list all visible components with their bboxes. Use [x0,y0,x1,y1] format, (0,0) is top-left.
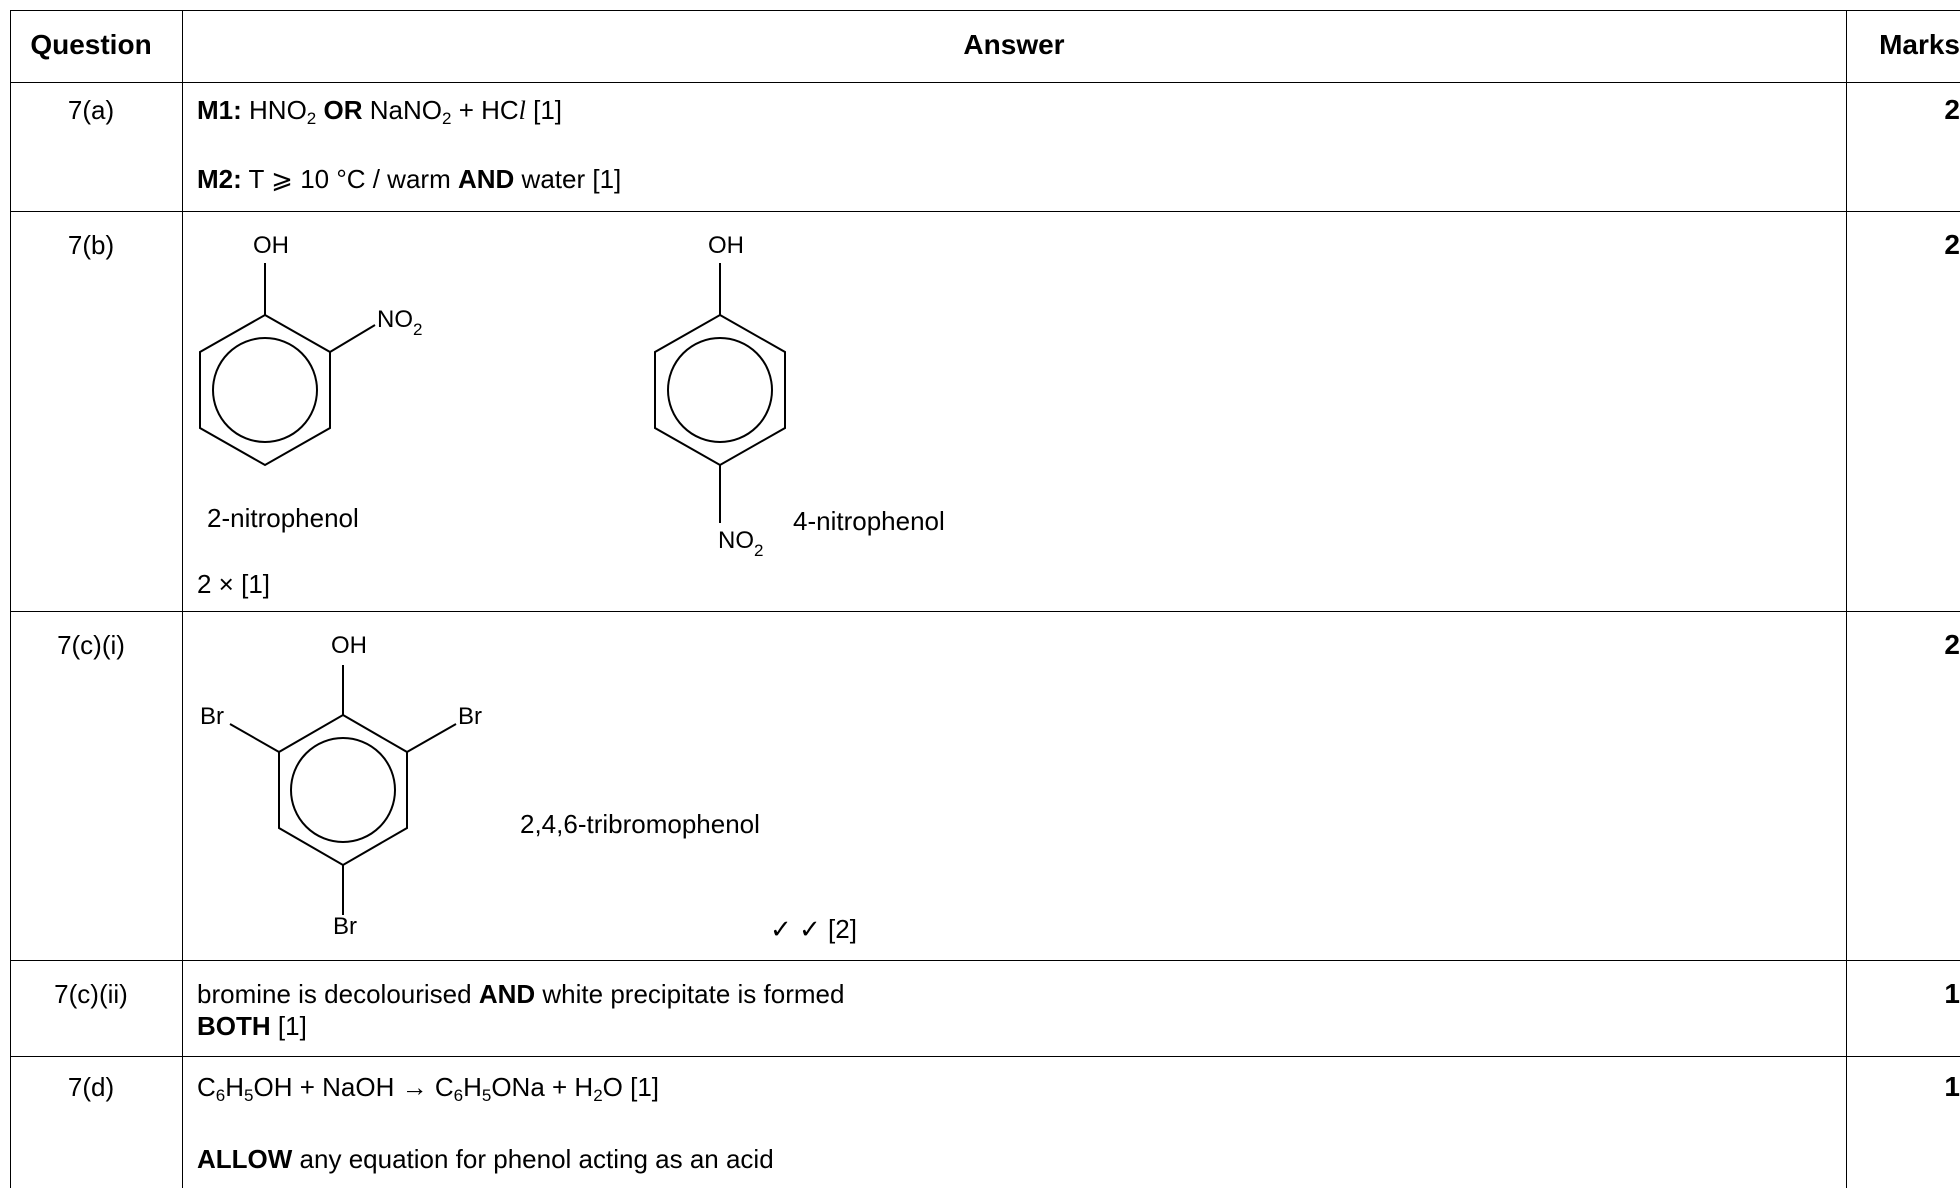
oh-label: OH [331,632,367,659]
compound-name: 2-nitrophenol [207,503,359,533]
mark-allocation: ✓ ✓ [2] [770,914,857,944]
marks-value: 2 [1944,629,1960,660]
marks-value: 2 [1944,229,1960,260]
br-label: Br [333,913,357,940]
compound-name: 2,4,6-tribromophenol [520,809,760,839]
question-number: 7(d) [67,1072,115,1102]
column-divider [10,10,11,1188]
header-question: Question [30,29,152,60]
answer-line: bromine is decolourised AND white precip… [197,979,845,1009]
header-marks: Marks [1879,29,1960,60]
column-divider [182,10,183,1188]
2-4-6-tribromophenol-structure: OH Br Br Br [200,632,482,940]
marks-value: 1 [1944,1071,1960,1102]
4-nitrophenol-structure: OH NO2 [654,232,786,560]
marks-value: 2 [1944,94,1960,125]
br-label: Br [458,703,482,730]
table-border-top [10,10,1960,11]
column-divider [1846,10,1847,1188]
br-label: Br [200,703,224,730]
question-number: 7(c)(ii) [54,979,128,1009]
marks-value: 1 [1944,978,1960,1009]
question-number: 7(c)(i) [57,630,125,660]
answer-equation: C6H5OH + NaOH → C6H5ONa + H2O [1] [197,1072,660,1105]
oh-label: OH [253,232,289,259]
answer-line: ALLOW any equation for phenol acting as … [197,1144,774,1174]
row-divider [10,211,1960,212]
row-divider [10,82,1960,83]
mark-allocation: 2 × [1] [197,569,270,599]
row-divider [10,611,1960,612]
answer-line-m2: M2: T ⩾ 10 °C / warm AND water [1] [197,164,622,194]
no2-label: NO2 [718,527,763,560]
oh-label: OH [708,232,744,259]
row-divider [10,1056,1960,1057]
header-answer: Answer [963,29,1065,60]
question-number: 7(a) [67,95,115,125]
question-number: 7(b) [67,230,115,260]
compound-name: 4-nitrophenol [793,506,945,536]
answer-line-m1: M1: HNO2 OR NaNO2 + HCl [1] [197,95,563,128]
row-divider [10,960,1960,961]
no2-label: NO2 [377,306,422,339]
answer-line: BOTH [1] [197,1011,307,1041]
2-nitrophenol-structure: OH NO2 [199,232,422,467]
